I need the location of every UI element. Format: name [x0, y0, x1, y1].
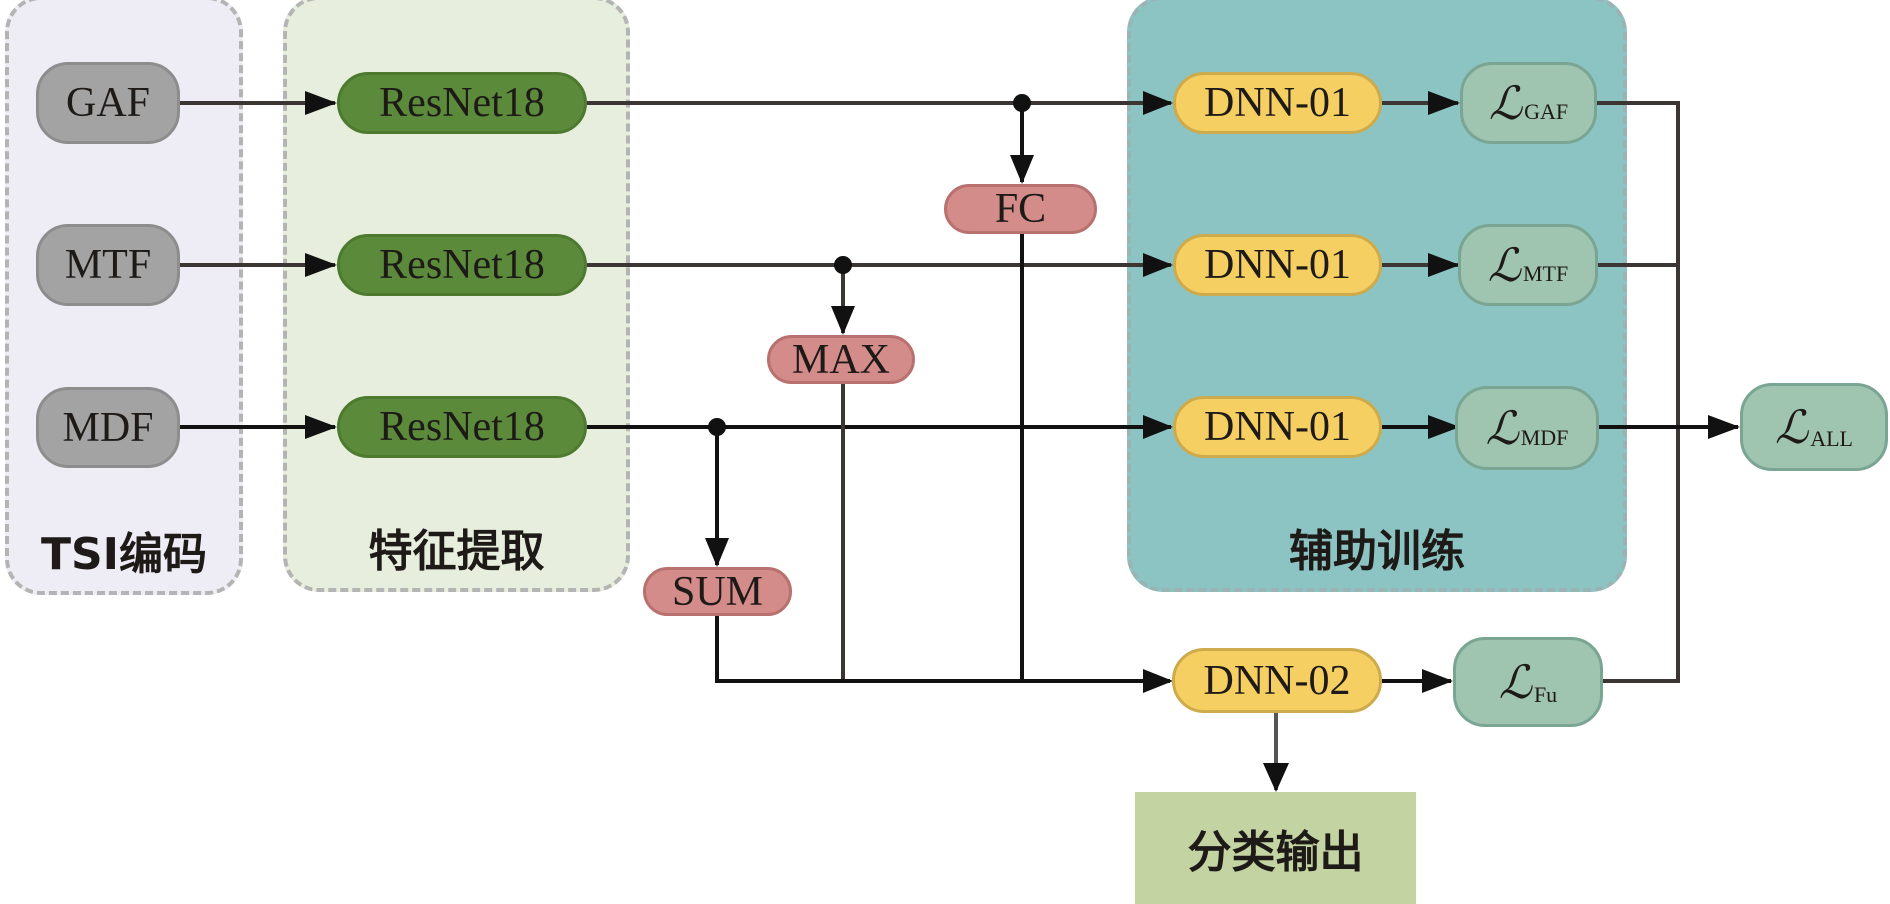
- arrowhead: [705, 538, 729, 567]
- dnn-label: DNN-01: [1204, 242, 1351, 288]
- fc-node: FC: [944, 184, 1097, 234]
- input-label: GAF: [65, 80, 151, 126]
- loss-subscript: MTF: [1522, 261, 1569, 286]
- dnn-label: DNN-01: [1204, 80, 1351, 126]
- arrowhead: [1010, 155, 1034, 184]
- junction-dot: [708, 418, 726, 436]
- group-label-auxiliary-training: 辅助训练: [1289, 526, 1465, 577]
- loss-node-all: ℒ ALL: [1740, 383, 1888, 471]
- loss-node-mtf: ℒ MTF: [1458, 224, 1598, 306]
- group-label-feature-extraction: 特征提取: [368, 526, 545, 577]
- arrowhead: [305, 91, 337, 115]
- dnn01-node-3: DNN-01: [1173, 396, 1382, 458]
- loss-node-mdf: ℒ MDF: [1455, 386, 1599, 470]
- resnet-node-3: ResNet18: [337, 396, 587, 458]
- arrowhead: [1428, 91, 1460, 115]
- arrowhead: [305, 253, 337, 277]
- junction-dot: [834, 256, 852, 274]
- arrowhead: [831, 306, 855, 335]
- arrowhead: [1428, 415, 1460, 439]
- arrowhead: [1143, 253, 1173, 277]
- loss-subscript: GAF: [1524, 99, 1569, 124]
- loss-node-gaf: ℒ GAF: [1460, 62, 1597, 144]
- dnn-label: DNN-01: [1204, 404, 1351, 450]
- output-label: 分类输出: [1187, 827, 1364, 878]
- resnet-node-2: ResNet18: [337, 234, 587, 296]
- resnet-label: ResNet18: [379, 242, 545, 288]
- input-label: MDF: [62, 404, 154, 451]
- arrowhead: [1143, 415, 1173, 439]
- junction-dot: [1013, 94, 1031, 112]
- input-label: MTF: [64, 242, 152, 288]
- loss-symbol: ℒ: [1498, 655, 1532, 709]
- classification-output-node: 分类输出: [1135, 792, 1416, 904]
- edge-sum-bus: [715, 615, 1170, 683]
- input-node-gaf: GAF: [36, 62, 180, 144]
- loss-subscript: MDF: [1520, 425, 1569, 450]
- loss-node-fu: ℒ Fu: [1453, 637, 1603, 727]
- arrowhead: [1143, 669, 1173, 693]
- resnet-label: ResNet18: [379, 80, 545, 126]
- group-label-tsi-encoding: TSI编码: [40, 529, 208, 580]
- resnet-label: ResNet18: [379, 404, 545, 450]
- input-node-mdf: MDF: [36, 387, 180, 468]
- edge-collector: [1596, 101, 1680, 683]
- dnn01-node-1: DNN-01: [1173, 72, 1382, 134]
- loss-symbol: ℒ: [1485, 401, 1519, 455]
- loss-subscript: Fu: [1533, 682, 1558, 707]
- arrowhead: [1428, 253, 1460, 277]
- arrowhead: [1708, 415, 1740, 439]
- fc-label: FC: [994, 186, 1047, 232]
- dnn02-label: DNN-02: [1203, 657, 1351, 704]
- sum-label: SUM: [671, 568, 764, 615]
- dnn02-node: DNN-02: [1172, 648, 1382, 713]
- loss-symbol: ℒ: [1487, 238, 1521, 292]
- arrowhead: [1263, 763, 1289, 792]
- max-node: MAX: [767, 335, 915, 384]
- max-label: MAX: [791, 336, 890, 383]
- sum-node: SUM: [643, 567, 792, 616]
- arrowhead: [305, 415, 337, 439]
- arrowhead: [1422, 669, 1453, 693]
- input-node-mtf: MTF: [36, 224, 180, 306]
- loss-subscript: ALL: [1810, 426, 1853, 451]
- loss-symbol: ℒ: [1488, 76, 1523, 130]
- resnet-node-1: ResNet18: [337, 72, 587, 134]
- arrowhead: [1143, 91, 1173, 115]
- dnn01-node-2: DNN-01: [1173, 234, 1382, 296]
- loss-symbol: ℒ: [1775, 400, 1809, 454]
